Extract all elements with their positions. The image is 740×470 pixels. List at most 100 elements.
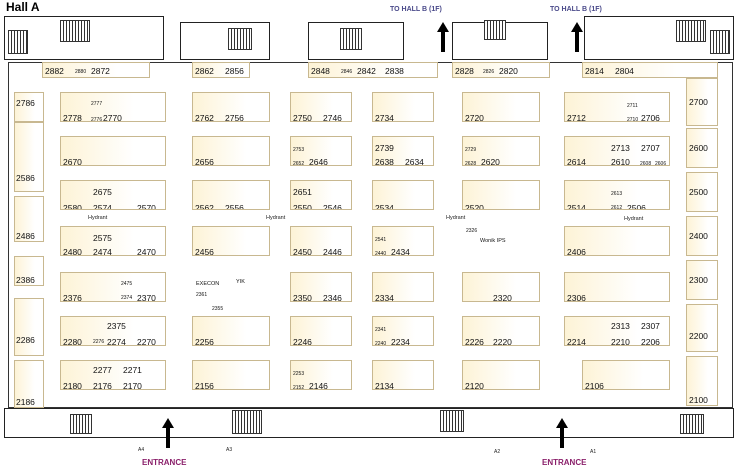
booth-block[interactable]: 2341 2240 2234 [372, 316, 434, 346]
booth-block[interactable]: 2406 [564, 226, 670, 256]
booth-number: 2675 [93, 187, 112, 197]
booth-block[interactable]: 2720 [462, 92, 540, 122]
booth-number: 2406 [567, 247, 586, 256]
booth-row-top[interactable]: 2882 2880 2872 [42, 62, 150, 78]
booth-number: 2450 [293, 247, 312, 256]
booth-number: 2656 [195, 157, 214, 166]
booth[interactable]: 2200 [686, 304, 718, 352]
booth-block[interactable]: 2575 2480 2474 2470 [60, 226, 166, 256]
booth-block[interactable]: 2734 [372, 92, 434, 122]
booth[interactable]: 2300 [686, 260, 718, 300]
booth[interactable]: 2500 [686, 172, 718, 212]
booth-block[interactable]: 2134 [372, 360, 434, 390]
booth-block[interactable]: 2375 2280 2276 2274 2270 [60, 316, 166, 346]
booth-number: 2400 [689, 231, 708, 241]
booth-block[interactable]: 2675 2580 2574 2570 [60, 180, 166, 210]
stairs-icon [676, 20, 706, 42]
booth-block[interactable]: 2778 2777 2776 2770 [60, 92, 166, 122]
booth-number: 2720 [465, 113, 484, 122]
booth-number: 2614 [567, 157, 586, 166]
booth-block[interactable]: 2712 2711 2710 2706 [564, 92, 670, 122]
booth-number: 2480 [63, 247, 82, 256]
booth-block[interactable]: 2253 2152 2146 [290, 360, 352, 390]
booth-block[interactable]: 2762 2756 [192, 92, 270, 122]
booth-block[interactable]: 2541 2440 2434 [372, 226, 434, 256]
booth-block[interactable]: 2156 [192, 360, 270, 390]
booth[interactable]: 2400 [686, 216, 718, 256]
booth-block[interactable]: 2520 [462, 180, 540, 210]
booth-number: 2346 [323, 293, 342, 302]
north-wall-block-5 [584, 16, 734, 60]
booth-number: 2256 [195, 337, 214, 346]
booth-number: 2670 [63, 157, 82, 166]
booth-number: 2646 [309, 157, 328, 166]
booth-number: 2341 [375, 327, 387, 333]
booth-block[interactable]: 2475 2376 2374 2370 [60, 272, 166, 302]
booth-row-top[interactable]: 2848 2846 2842 2838 [308, 62, 438, 78]
booth-number: 2710 [627, 117, 639, 122]
booth-row-top[interactable]: 2862 2856 [192, 62, 250, 78]
booth-block[interactable]: 2320 [462, 272, 540, 302]
booth-block[interactable]: 2670 [60, 136, 166, 166]
booth-block[interactable]: 2613 2612 2514 2506 [564, 180, 670, 210]
booth-number: 2750 [293, 113, 312, 122]
booth[interactable]: 2386 [14, 256, 44, 286]
booth[interactable]: 2586 [14, 122, 44, 192]
booth-number: 2307 [641, 321, 660, 331]
booth-number: 2713 [611, 143, 630, 153]
booth-block[interactable]: 2334 [372, 272, 434, 302]
booth-number: 2210 [611, 337, 630, 346]
booth[interactable]: 2700 [686, 78, 718, 126]
booth[interactable]: 2186 [14, 360, 44, 408]
booth-number: 2320 [493, 293, 512, 302]
booth-number: 2820 [499, 66, 518, 76]
booth-block[interactable]: 2277 2271 2180 2176 2170 [60, 360, 166, 390]
booth-block[interactable]: 2246 [290, 316, 352, 346]
booth-number: 2520 [465, 203, 484, 210]
booth-number: 2846 [341, 69, 353, 75]
booth-number: 2475 [121, 281, 133, 287]
booth[interactable]: 2286 [14, 298, 44, 356]
booth-block[interactable]: 2106 [582, 360, 670, 390]
entrance-label: ENTRANCE [142, 458, 187, 467]
booth-block[interactable]: 2729 2628 2620 [462, 136, 540, 166]
booth-number: 2828 [455, 66, 474, 76]
booth-number: 2106 [585, 381, 604, 390]
booth-number: 2762 [195, 113, 214, 122]
booth-number: 2276 [93, 339, 105, 345]
booth-block[interactable]: 2656 [192, 136, 270, 166]
booth-row-top[interactable]: 2814 2804 [582, 62, 718, 78]
booth-block[interactable]: 2739 2638 2634 [372, 136, 434, 166]
to-hall-b-label-1: TO HALL B (1F) [390, 6, 442, 13]
stairs-icon [440, 410, 464, 432]
booth-block[interactable]: 2313 2307 2214 2210 2206 [564, 316, 670, 346]
booth-block[interactable]: 2534 [372, 180, 434, 210]
booth[interactable]: 2486 [14, 196, 44, 242]
booth-block[interactable]: 2651 2550 2546 [290, 180, 352, 210]
booth[interactable]: 2786 [14, 92, 44, 122]
booth-block[interactable]: 2306 [564, 272, 670, 302]
booth-block[interactable]: 2226 2220 [462, 316, 540, 346]
booth-number: 2712 [567, 113, 586, 122]
booth-block[interactable]: 2562 2556 [192, 180, 270, 210]
booth[interactable]: 2100 [686, 356, 718, 406]
booth-number: 2361 [196, 292, 208, 298]
booth-number: 2152 [293, 385, 305, 390]
booth-number: 2434 [391, 247, 410, 256]
booth-block[interactable]: 2450 2446 [290, 226, 352, 256]
booth-block[interactable]: 2350 2346 [290, 272, 352, 302]
booth-block[interactable]: 2753 2652 2646 [290, 136, 352, 166]
booth-block[interactable]: 2713 2707 2614 2610 2608 2606 [564, 136, 670, 166]
booth-number: 2848 [311, 66, 330, 76]
booth[interactable]: 2600 [686, 128, 718, 168]
booth-block[interactable]: 2256 [192, 316, 270, 346]
booth-block[interactable]: 2750 2746 [290, 92, 352, 122]
booth-block[interactable]: 2456 [192, 226, 270, 256]
booth-number: 2651 [293, 187, 312, 197]
booth-number: 2350 [293, 293, 312, 302]
booth-block[interactable]: 2120 [462, 360, 540, 390]
stairs-icon [710, 30, 730, 54]
booth-number: 2120 [465, 381, 484, 390]
booth-number: 2134 [375, 381, 394, 390]
booth-row-top[interactable]: 2828 2826 2820 [452, 62, 550, 78]
